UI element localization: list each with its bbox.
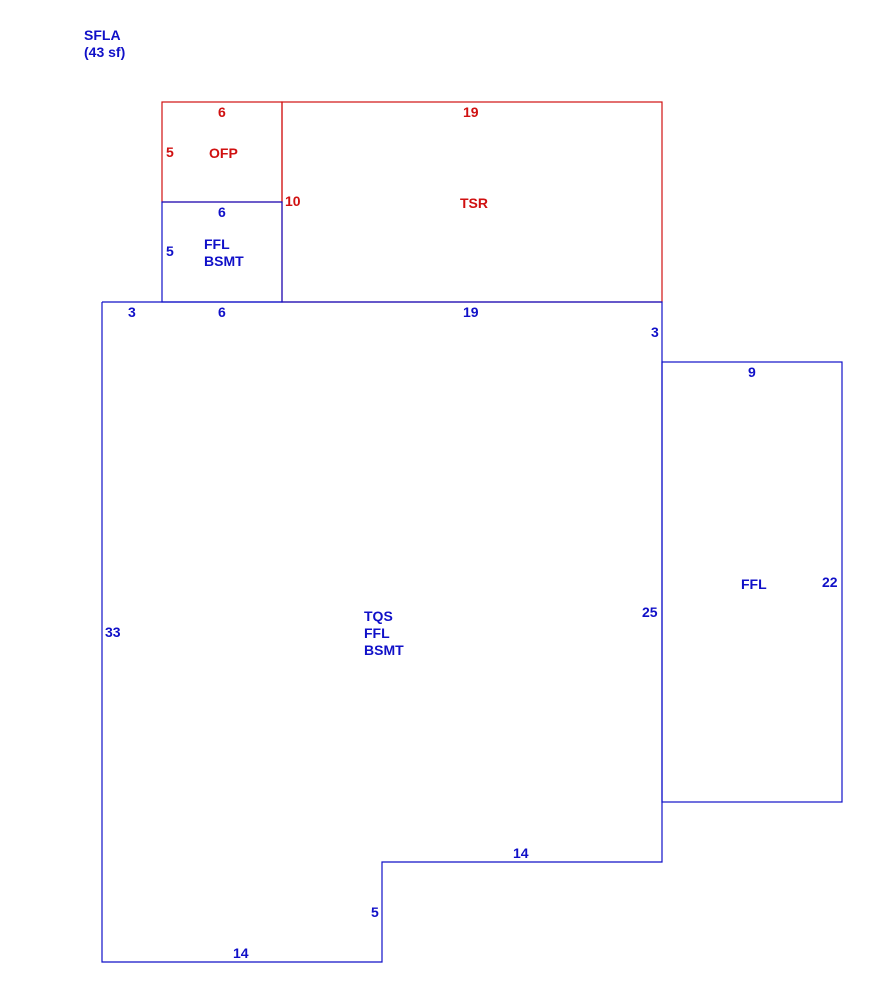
dim-ofp-left: 5: [166, 144, 174, 160]
dim-main-top-right: 19: [463, 304, 479, 320]
dim-main-left: 33: [105, 624, 121, 640]
ofp-label: OFP: [209, 145, 238, 161]
dim-small-top: 6: [218, 204, 226, 220]
dim-main-bottom-right: 14: [513, 845, 529, 861]
dim-tsr-top: 19: [463, 104, 479, 120]
main-block-label-3: BSMT: [364, 642, 404, 658]
right-block-outline: [661, 361, 843, 803]
dim-ofp-top: 6: [218, 104, 226, 120]
right-block-label: FFL: [741, 576, 767, 592]
small-block-label-2: BSMT: [204, 253, 244, 269]
small-block-label-1: FFL: [204, 236, 230, 252]
dim-right-side: 22: [822, 574, 838, 590]
main-block-label-1: TQS: [364, 608, 393, 624]
dim-main-right: 25: [642, 604, 658, 620]
dim-tsr-left: 10: [285, 193, 301, 209]
dim-right-top: 9: [748, 364, 756, 380]
dim-main-top-mid: 6: [218, 304, 226, 320]
tsr-label: TSR: [460, 195, 488, 211]
dim-main-right-step: 3: [651, 324, 659, 340]
sfla-area: (43 sf): [84, 44, 126, 60]
dim-main-step: 5: [371, 904, 379, 920]
living-group: [101, 201, 843, 963]
main-block-label-2: FFL: [364, 625, 390, 641]
dim-main-top-left: 3: [128, 304, 136, 320]
sfla-label: SFLA: [84, 27, 121, 43]
dim-main-bottom-left: 14: [233, 945, 249, 961]
main-block-outline: [101, 301, 663, 963]
sfla-summary: SFLA (43 sf): [84, 27, 125, 61]
dim-small-left: 5: [166, 243, 174, 259]
